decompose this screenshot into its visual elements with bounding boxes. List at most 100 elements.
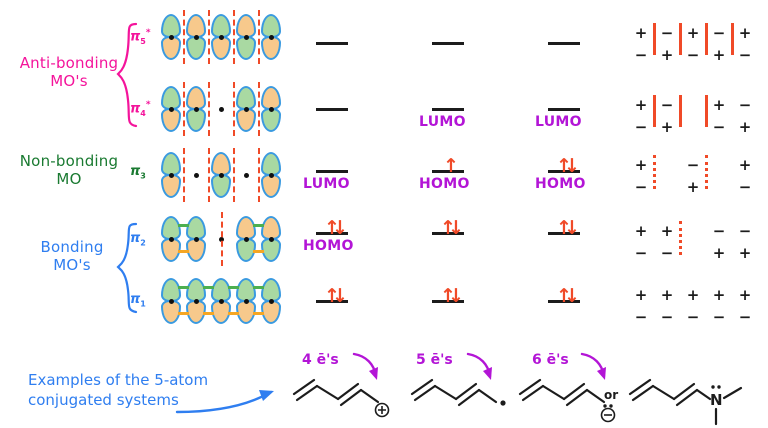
orbital-node-dot (193, 172, 199, 178)
orbital-lobe-bottom (261, 174, 281, 198)
orbital-lobe-bottom (186, 108, 206, 132)
sign-plus-minus-top: + (634, 222, 648, 240)
sign-plus-minus-bottom: − (634, 118, 648, 136)
atom-nucleus-dot (193, 298, 199, 304)
level-tag-anion-lumo: LUMO (535, 114, 582, 130)
sign-plus-minus-bottom: − (634, 244, 648, 262)
orbital-lobe-bottom (261, 108, 281, 132)
electron-arrow-down: ↓ (564, 217, 580, 239)
sign-plus-minus-bottom: + (660, 46, 674, 64)
mo-symbol-sub: 1 (140, 299, 146, 309)
mo-symbol-base: π (130, 231, 141, 246)
orbital-lobe-bottom (211, 36, 231, 60)
bonding-overlap-top (203, 286, 214, 289)
sign-plus-minus-bottom: − (686, 46, 700, 64)
energy-level-radical-pi5star (432, 42, 464, 45)
electron-arrow-up: ↑ (556, 155, 572, 177)
arrow-to-anion-structure (580, 352, 606, 380)
nodal-plane-line (258, 148, 260, 202)
sign-node-divider (653, 155, 656, 189)
nodal-plane-line (233, 82, 235, 136)
bottom-caption: Examples of the 5-atom conjugated system… (28, 371, 209, 409)
nodal-plane-line (220, 212, 223, 266)
electron-count-radical: 5 ē's (416, 352, 453, 368)
orbital-lobe-bottom (261, 36, 281, 60)
atom-nucleus-dot (268, 34, 274, 40)
nodal-plane-line (233, 148, 235, 202)
atom-nucleus-dot (218, 34, 224, 40)
atom-nucleus-dot (168, 106, 174, 112)
caption-arrow (175, 390, 274, 414)
level-tag-cation-homo: HOMO (303, 238, 354, 254)
energy-level-cation-pi3 (316, 170, 348, 173)
level-tag-cation-lumo: LUMO (303, 176, 350, 192)
sign-plus-minus-bottom: − (712, 118, 726, 136)
orbital-lobe-bottom (236, 36, 256, 60)
energy-level-radical-pi1 (432, 300, 464, 303)
orbital-lobe-bottom (161, 174, 181, 198)
sign-plus-minus-top: − (738, 96, 752, 114)
mo-symbol-base: π (130, 29, 141, 45)
energy-level-anion-pi2 (548, 232, 580, 235)
sign-plus-minus-top: − (712, 24, 726, 42)
electron-arrow-down: ↓ (332, 285, 348, 307)
sign-plus-minus-bottom: + (712, 244, 726, 262)
sign-plus-minus-bottom: − (660, 308, 674, 326)
mo-symbol-pi4star: π4* (130, 100, 151, 118)
bonding-overlap-bottom (228, 312, 239, 315)
level-tag-radical-lumo: LUMO (419, 114, 466, 130)
sign-plus-minus-bottom: − (634, 308, 648, 326)
level-tag-anion-homo: HOMO (535, 176, 586, 192)
structure-pentadienyl-anion (518, 378, 616, 423)
sign-node-divider (679, 221, 682, 255)
svg-text:N: N (710, 391, 723, 409)
energy-level-anion-pi4star (548, 108, 580, 111)
group-label-nonbonding: Non-bonding MO (19, 152, 119, 188)
atom-nucleus-dot (193, 106, 199, 112)
energy-level-radical-pi4star (432, 108, 464, 111)
mo-symbol-sub: 2 (140, 238, 146, 248)
mo-symbol-base: π (130, 292, 141, 307)
bonding-overlap-bottom (178, 312, 189, 315)
nodal-plane-line (258, 82, 260, 136)
sign-node-divider (653, 23, 656, 55)
sign-plus-minus-bottom: − (686, 308, 700, 326)
or-label: or (604, 388, 619, 402)
sign-plus-minus-bottom: + (738, 244, 752, 262)
atom-nucleus-dot (243, 298, 249, 304)
atom-nucleus-dot (268, 236, 274, 242)
sign-plus-minus-top: − (660, 24, 674, 42)
sign-node-divider (679, 23, 682, 55)
nodal-plane-line (208, 82, 210, 136)
atom-nucleus-dot (243, 236, 249, 242)
orbital-node-dot (243, 172, 249, 178)
sign-plus-minus-bottom: − (738, 308, 752, 326)
bonding-overlap-top (253, 224, 264, 227)
energy-level-anion-pi1 (548, 300, 580, 303)
sign-node-divider (705, 155, 708, 189)
sign-plus-minus-top: + (634, 286, 648, 304)
energy-level-cation-pi5star (316, 42, 348, 45)
orbital-lobe-bottom (161, 108, 181, 132)
atom-nucleus-dot (268, 172, 274, 178)
sign-plus-minus-top: + (738, 156, 752, 174)
sign-plus-minus-top: − (686, 156, 700, 174)
sign-plus-minus-top: + (634, 24, 648, 42)
orbital-lobe-bottom (211, 174, 231, 198)
electron-arrow-down: ↓ (564, 285, 580, 307)
bonding-overlap-top (253, 286, 264, 289)
electron-arrow-down: ↓ (448, 285, 464, 307)
energy-level-radical-pi3 (432, 170, 464, 173)
electron-arrow-up: ↑ (556, 285, 572, 307)
group-label-bonding: Bonding MO's (40, 238, 104, 274)
orbital-lobe-bottom (186, 238, 206, 262)
sign-plus-minus-bottom: − (712, 308, 726, 326)
arrow-to-cation-structure (352, 352, 378, 380)
sign-plus-minus-top: − (738, 222, 752, 240)
atom-nucleus-dot (193, 34, 199, 40)
energy-level-anion-pi3 (548, 170, 580, 173)
sign-plus-minus-bottom: + (660, 118, 674, 136)
sign-plus-minus-top: + (738, 286, 752, 304)
sign-plus-minus-bottom: − (634, 178, 648, 196)
sign-plus-minus-bottom: + (738, 118, 752, 136)
